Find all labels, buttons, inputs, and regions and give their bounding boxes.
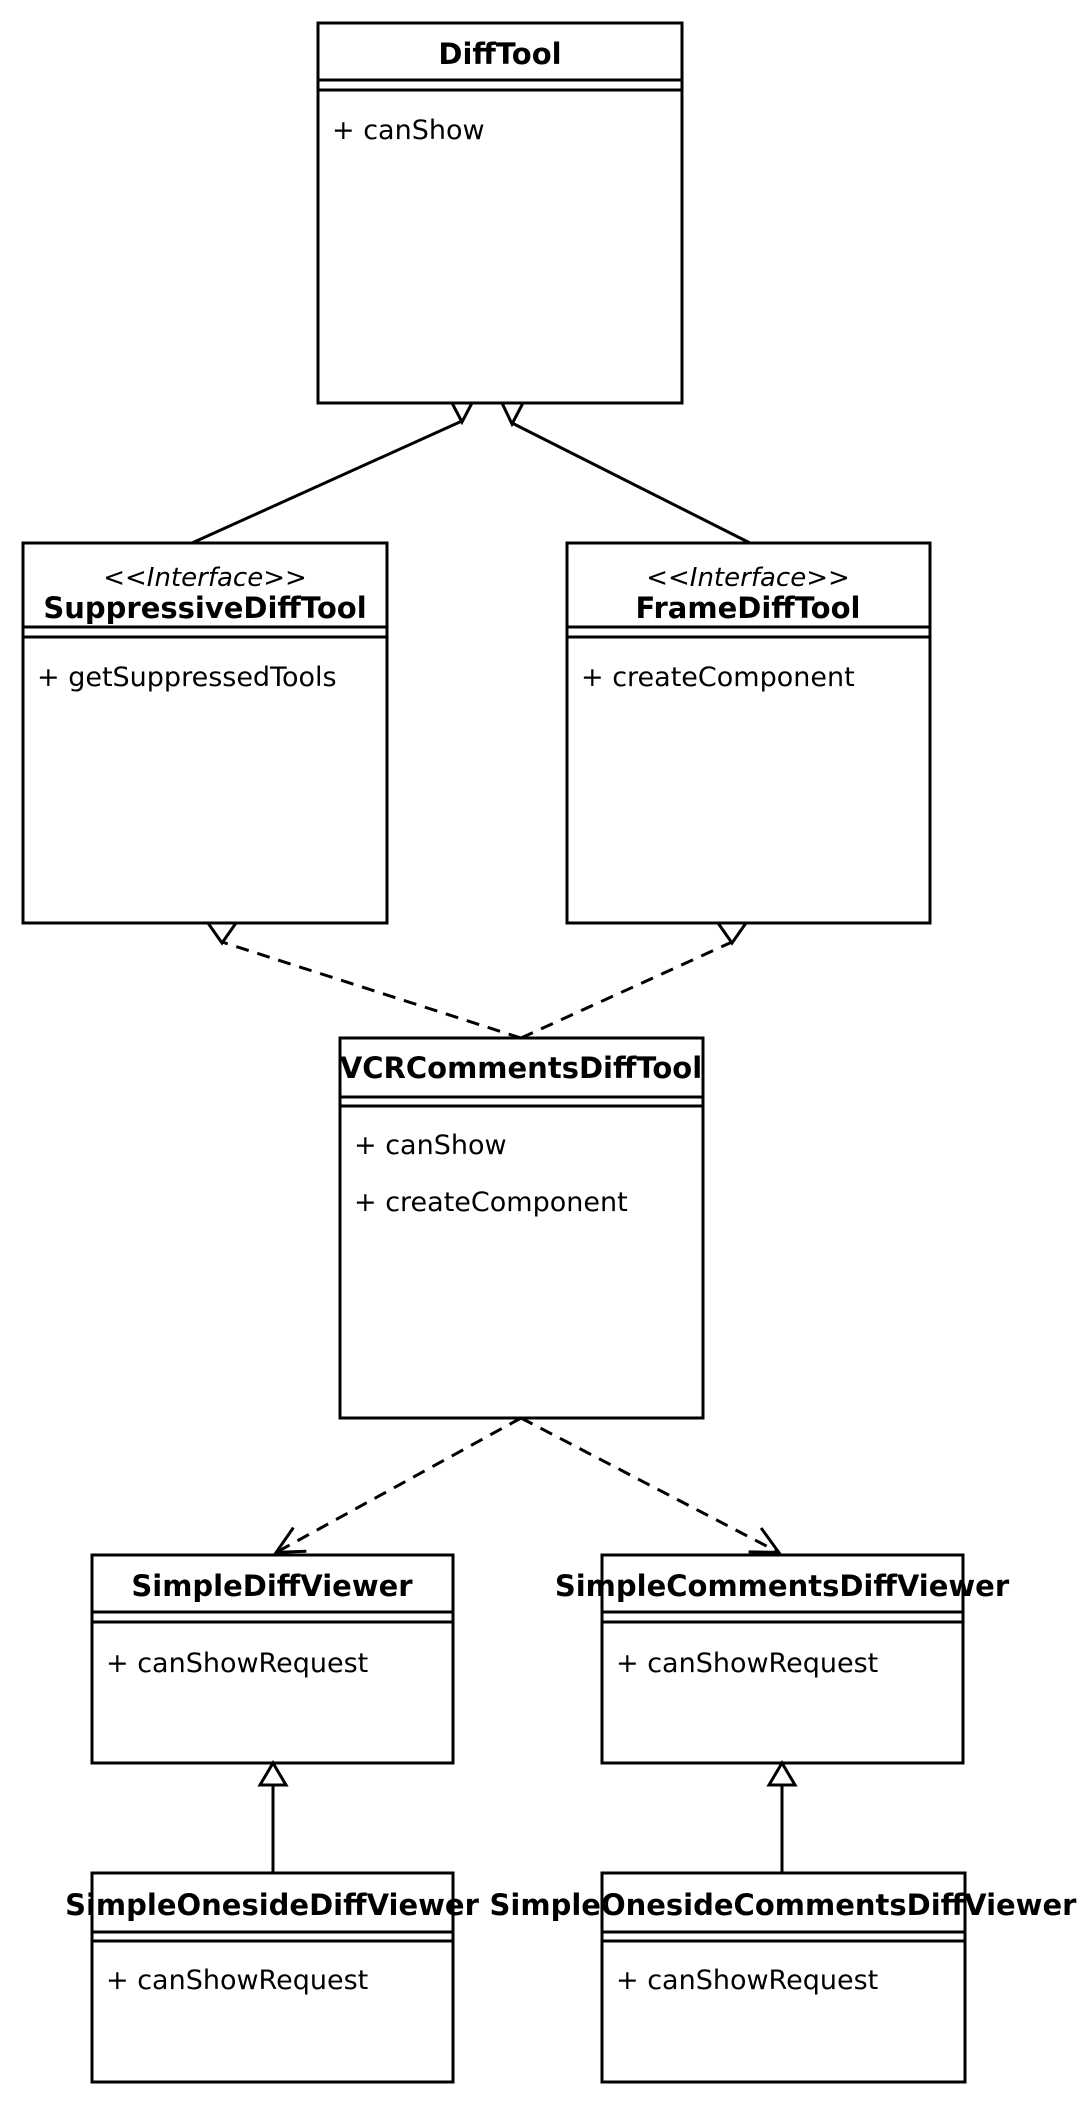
uml-class-simpleonesidediffviewer: SimpleOnesideDiffViewer + canShowRequest: [65, 1871, 480, 2084]
class-method: + canShowRequest: [616, 1648, 878, 1679]
realization-edge-vcrcommentsdifftool-framedifftool: [520, 940, 733, 1040]
uml-class-difftool: DiffTool + canShow: [316, 21, 684, 405]
hollow-triangle-icon: [715, 921, 749, 946]
class-box: [21, 541, 389, 925]
dependency-edge-vcrcommentsdifftool-simplediffviewer: [273, 1416, 522, 1555]
class-method: + createComponent: [354, 1187, 628, 1218]
class-title: FrameDiffTool: [636, 591, 861, 625]
class-title: SimpleDiffViewer: [131, 1569, 413, 1603]
class-method: + canShowRequest: [616, 1965, 878, 1996]
hollow-triangle-icon: [205, 921, 239, 946]
class-box: [600, 1871, 967, 2084]
generalization-edge-suppressivedifftool-difftool: [191, 419, 463, 545]
class-title: SimpleCommentsDiffViewer: [555, 1569, 1010, 1603]
class-method: + canShowRequest: [106, 1965, 368, 1996]
class-box: [600, 1553, 965, 1765]
class-box: [90, 1871, 455, 2084]
hollow-triangle-icon: [499, 401, 526, 428]
uml-class-simpleonesidecommentsdiffviewer: SimpleOnesideCommentsDiffViewer + canSho…: [490, 1871, 1078, 2084]
class-box: [338, 1036, 705, 1420]
hollow-triangle-icon: [257, 1760, 289, 1787]
class-box: [90, 1553, 455, 1765]
dependency-edge-vcrcommentsdifftool-simplecommentsdiffviewer: [520, 1416, 782, 1554]
class-method: + canShow: [354, 1130, 507, 1161]
hollow-triangle-icon: [766, 1760, 798, 1787]
class-method: + canShowRequest: [106, 1648, 368, 1679]
class-title: DiffTool: [438, 37, 561, 71]
class-title: SuppressiveDiffTool: [43, 591, 366, 625]
edges: [191, 419, 784, 1873]
class-method: + canShow: [332, 115, 485, 146]
class-method: + createComponent: [581, 662, 855, 693]
uml-class-vcrcommentsdifftool: VCRCommentsDiffTool + canShow + createCo…: [338, 1036, 705, 1420]
arrowheads: [205, 401, 798, 1787]
hollow-triangle-icon: [449, 401, 475, 426]
realization-edge-vcrcommentsdifftool-suppressivedifftool: [221, 940, 522, 1040]
class-title: VCRCommentsDiffTool: [340, 1051, 702, 1085]
class-title: SimpleOnesideDiffViewer: [65, 1888, 480, 1922]
generalization-edge-framedifftool-difftool: [511, 421, 751, 545]
uml-class-simplediffviewer: SimpleDiffViewer + canShowRequest: [90, 1553, 455, 1765]
uml-interface-framedifftool: <<Interface>> FrameDiffTool + createComp…: [565, 541, 932, 925]
class-method: + getSuppressedTools: [37, 662, 337, 693]
uml-class-simplecommentsdiffviewer: SimpleCommentsDiffViewer + canShowReques…: [555, 1553, 1010, 1765]
class-box: [565, 541, 932, 925]
class-title: SimpleOnesideCommentsDiffViewer: [490, 1888, 1078, 1922]
interface-stereotype: <<Interface>>: [103, 563, 307, 593]
interface-stereotype: <<Interface>>: [646, 563, 850, 593]
class-box: [316, 21, 684, 405]
uml-interface-suppressivedifftool: <<Interface>> SuppressiveDiffTool + getS…: [21, 541, 389, 925]
